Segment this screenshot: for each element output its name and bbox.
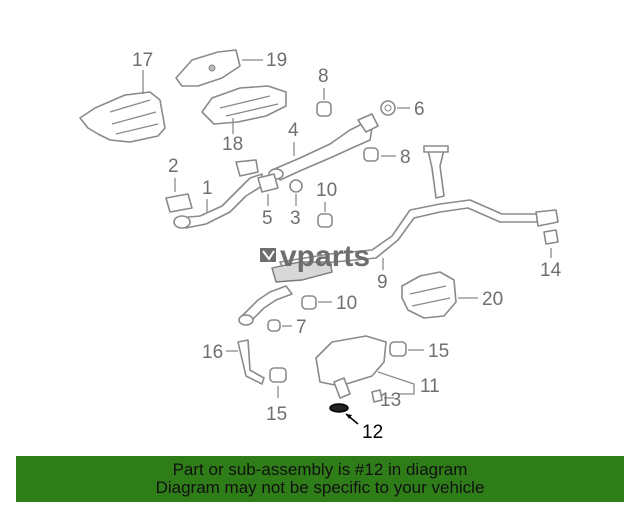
callout-8-right: 8	[400, 147, 411, 168]
callout-20: 20	[482, 289, 503, 310]
gasket-2	[165, 193, 193, 213]
callout-8-top: 8	[318, 66, 329, 87]
heat-shield-20	[401, 271, 457, 319]
gasket-12-highlighted	[329, 403, 349, 413]
callout-4: 4	[288, 120, 299, 141]
callout-6: 6	[414, 99, 425, 120]
gasket-3	[289, 179, 303, 193]
callout-7: 7	[296, 317, 307, 338]
exhaust-parts-diagram: 17 19 18 8 6 4 8 2 1 5	[79, 49, 562, 443]
hanger-7	[267, 319, 281, 332]
callout-2: 2	[168, 156, 179, 177]
banner-line-2: Diagram may not be specific to your vehi…	[155, 478, 485, 497]
callout-9: 9	[377, 272, 388, 293]
logo-text: vparts	[280, 240, 370, 273]
callout-19: 19	[266, 50, 287, 71]
front-pipe-4	[268, 113, 379, 181]
heat-shield-18	[201, 85, 287, 125]
callout-17: 17	[132, 50, 153, 71]
rear-pipe	[238, 285, 293, 326]
callout-13: 13	[380, 390, 401, 411]
hanger-8-right	[363, 147, 379, 162]
callout-14: 14	[540, 260, 562, 281]
gasket-5	[257, 173, 279, 193]
callout-5: 5	[262, 208, 273, 229]
arrow-head-12	[346, 414, 352, 419]
callout-16: 16	[202, 342, 223, 363]
cap-14	[543, 229, 559, 245]
callout-1: 1	[202, 178, 213, 199]
callout-12: 12	[362, 422, 383, 443]
info-banner: Part or sub-assembly is #12 in diagram D…	[16, 456, 624, 502]
bolt-13	[371, 389, 383, 403]
callout-3: 3	[290, 208, 301, 229]
callout-11: 11	[420, 376, 440, 397]
front-pipe-1	[173, 159, 263, 229]
bracket-16	[237, 339, 265, 385]
hanger-10-bottom	[301, 295, 317, 310]
callout-18: 18	[222, 134, 243, 155]
resonator	[271, 261, 333, 283]
hanger-15-left	[269, 367, 287, 383]
banner-line-1: Part or sub-assembly is #12 in diagram	[172, 460, 468, 479]
hanger-15-right	[389, 341, 407, 357]
callout-10-bottom: 10	[336, 293, 357, 314]
callout-15-right: 15	[428, 341, 449, 362]
heat-shield-19	[175, 49, 241, 87]
heat-shield-17	[79, 91, 166, 143]
leader-11	[377, 371, 415, 395]
logo-mark	[260, 248, 276, 262]
callout-15-left: 15	[266, 404, 287, 425]
muffler-11	[315, 335, 387, 399]
hanger-10-top	[317, 213, 333, 228]
callout-10-top: 10	[316, 180, 337, 201]
hanger-8-top	[316, 101, 332, 117]
vparts-logo: vparts	[260, 240, 370, 273]
